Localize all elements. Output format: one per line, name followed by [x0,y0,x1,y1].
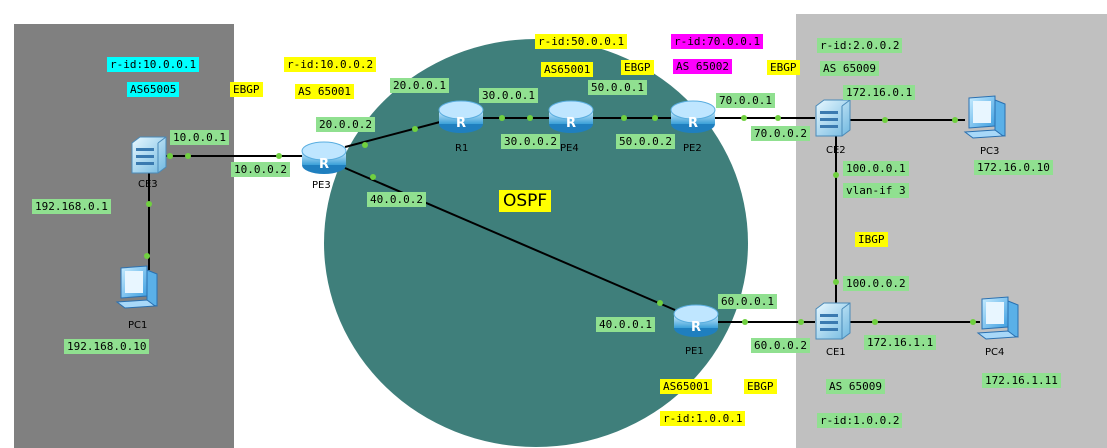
device-name-ce3: CE3 [138,179,158,190]
router-pe3-icon[interactable]: R [301,141,347,174]
pe3-as-number: AS 65001 [295,84,354,99]
ce3-as-number: AS65005 [127,82,180,97]
pc4-ip-label: 172.16.1.11 [982,373,1061,388]
pe3-ip-to-ce3: 10.0.0.2 [231,162,290,177]
pe4-router-id: r-id:50.0.0.1 [535,34,628,49]
device-name-pe1: PE1 [685,346,704,357]
device-name-r1: R1 [455,143,469,154]
ebgp-mid-label: EBGP [621,60,654,75]
ibgp-label: IBGP [855,232,888,247]
switch-ce1-icon[interactable] [815,302,851,340]
pe3-ip-to-pe1: 40.0.0.2 [367,192,426,207]
router-pe2-icon[interactable]: R [670,100,716,133]
ce3-router-id: r-id:10.0.0.1 [107,57,200,72]
pe2-as-number: AS 65002 [673,59,732,74]
pe1-as-number: AS65001 [660,379,713,394]
pe4-as-number: AS65001 [541,62,594,77]
pc3-ip-label: 172.16.0.10 [974,160,1053,175]
left-as-region [14,24,234,448]
ce3-lan-ip-label: 192.168.0.1 [32,199,111,214]
pe3-ip-to-r1: 20.0.0.2 [316,117,375,132]
pc-pc3-icon[interactable] [963,95,1006,139]
ce2-ip-to-ce1: 100.0.0.1 [843,161,909,176]
device-name-pc1: PC1 [128,320,148,331]
device-name-pe4: PE4 [560,143,579,154]
pe2-ip-to-ce2: 70.0.0.1 [716,93,775,108]
router-r1-icon[interactable]: R [438,100,484,133]
device-name-pc4: PC4 [985,347,1005,358]
device-name-ce1: CE1 [826,347,846,358]
switch-ce2-icon[interactable] [815,99,851,137]
pe2-router-id: r-id:70.0.0.1 [671,34,764,49]
ce3-ip-label: 10.0.0.1 [170,130,229,145]
ce2-as-number: AS 65009 [820,61,879,76]
router-pe4-icon[interactable]: R [548,100,594,133]
pe1-router-id: r-id:1.0.0.1 [660,411,746,426]
ce1-ip-to-ce2: 100.0.0.2 [843,276,909,291]
r1-ip-to-pe3: 20.0.0.1 [390,78,449,93]
pc-pc1-icon[interactable] [115,265,158,309]
ce1-as-number: AS 65009 [826,379,885,394]
svg-text:R: R [688,116,698,131]
ce1-router-id: r-id:1.0.0.2 [817,413,903,428]
svg-text:R: R [566,116,576,131]
device-name-pc3: PC3 [980,146,1000,157]
svg-text:R: R [456,116,466,131]
port-dots [144,115,976,325]
device-name-pe3: PE3 [312,180,331,191]
switch-ce3-icon[interactable] [131,136,167,174]
link-pe3-r1 [344,121,441,148]
r1-ip-to-pe4: 30.0.0.1 [479,88,538,103]
ce2-router-id: r-id:2.0.0.2 [817,38,903,53]
ce1-ip-to-pc4: 172.16.1.1 [864,335,937,350]
pe2-ip-to-pe4: 50.0.0.2 [616,134,675,149]
ebgp-right-label: EBGP [767,60,800,75]
device-name-ce2: CE2 [826,145,846,156]
pe1-ip-to-pe3: 40.0.0.1 [596,317,655,332]
vlan-interface-label: vlan-if 3 [843,183,909,198]
svg-text:R: R [319,157,329,172]
link-pe3-pe1 [344,167,676,311]
pe1-ip-to-ce1: 60.0.0.1 [718,294,777,309]
pc1-ip-label: 192.168.0.10 [64,339,150,354]
ospf-area-label: OSPF [499,190,552,212]
ebgp-bottom-label: EBGP [744,379,777,394]
ce2-ip-to-pc3: 172.16.0.1 [843,85,916,100]
ce1-ip-to-pe1: 60.0.0.2 [751,338,810,353]
device-name-pe2: PE2 [683,143,702,154]
ebgp-left-label: EBGP [230,82,263,97]
pe4-ip-to-pe2: 50.0.0.1 [588,80,647,95]
pe4-ip-to-r1: 30.0.0.2 [501,134,560,149]
router-pe1-icon[interactable]: R [673,304,719,337]
links [148,117,980,323]
svg-text:R: R [691,320,701,335]
pc-pc4-icon[interactable] [976,296,1019,340]
pe3-router-id: r-id:10.0.0.2 [284,57,377,72]
ce2-ip-to-pe2: 70.0.0.2 [751,126,810,141]
